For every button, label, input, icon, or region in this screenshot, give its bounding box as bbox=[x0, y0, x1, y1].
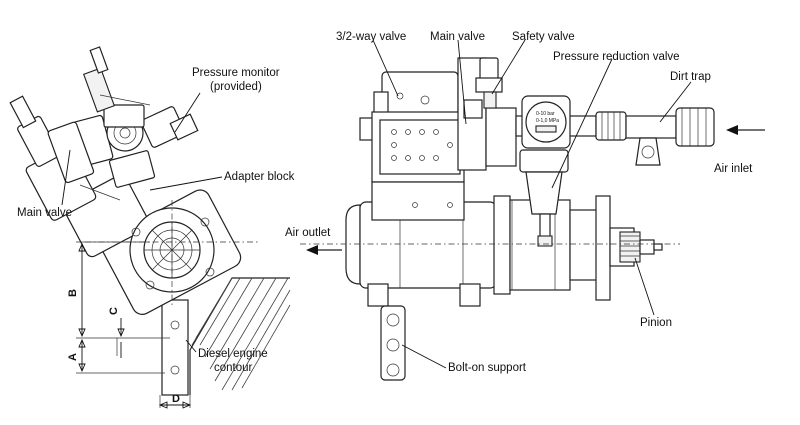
valve-cluster-left bbox=[47, 46, 199, 201]
label-main-valve-right: Main valve bbox=[430, 31, 485, 43]
pressure-reduction-valve: 0-10 bar 0-1,0 MPa bbox=[515, 95, 597, 247]
label-pressure-monitor-note: (provided) bbox=[210, 81, 262, 93]
pinion bbox=[609, 227, 663, 267]
label-air-inlet: Air inlet bbox=[714, 163, 753, 175]
dim-c: C bbox=[108, 307, 120, 315]
starter-cylinder bbox=[345, 195, 611, 301]
label-main-valve-left: Main valve bbox=[17, 207, 72, 219]
label-adapter-block: Adapter block bbox=[224, 171, 295, 183]
dimension-letters: B A C D bbox=[67, 289, 180, 405]
label-diesel-engine: Diesel engine bbox=[198, 348, 268, 360]
label-3-2-way-valve: 3/2-way valve bbox=[336, 31, 406, 43]
gauge-scale-1: 0-10 bar bbox=[536, 111, 555, 117]
label-dirt-trap: Dirt trap bbox=[670, 71, 711, 83]
dimension-lines bbox=[76, 241, 192, 409]
labels: Pressure monitor (provided) Main valve A… bbox=[17, 31, 753, 374]
label-diesel-engine-contour: contour bbox=[214, 362, 253, 374]
left-side-view bbox=[9, 46, 291, 409]
label-pressure-reduction-valve: Pressure reduction valve bbox=[553, 51, 680, 63]
diesel-engine-contour bbox=[189, 277, 291, 395]
inlet-pipe bbox=[595, 107, 715, 166]
dim-b: B bbox=[67, 289, 79, 297]
air-inlet-arrow bbox=[726, 125, 765, 135]
label-safety-valve: Safety valve bbox=[512, 31, 575, 43]
valve-block-bolts bbox=[391, 129, 453, 208]
bolt-on-support bbox=[380, 305, 406, 381]
gauge-scale-2: 0-1,0 MPa bbox=[536, 118, 559, 124]
dim-a: A bbox=[67, 353, 79, 361]
mounting-flange bbox=[161, 299, 189, 396]
right-front-view: 0-10 bar 0-1,0 MPa bbox=[300, 39, 765, 381]
air-outlet-arrow bbox=[306, 245, 342, 255]
label-air-outlet: Air outlet bbox=[285, 227, 331, 239]
label-pinion: Pinion bbox=[640, 317, 672, 329]
label-pressure-monitor: Pressure monitor bbox=[192, 67, 280, 79]
dirt-trap bbox=[635, 137, 661, 166]
label-bolt-on-support: Bolt-on support bbox=[448, 362, 527, 374]
dim-d: D bbox=[172, 393, 180, 405]
